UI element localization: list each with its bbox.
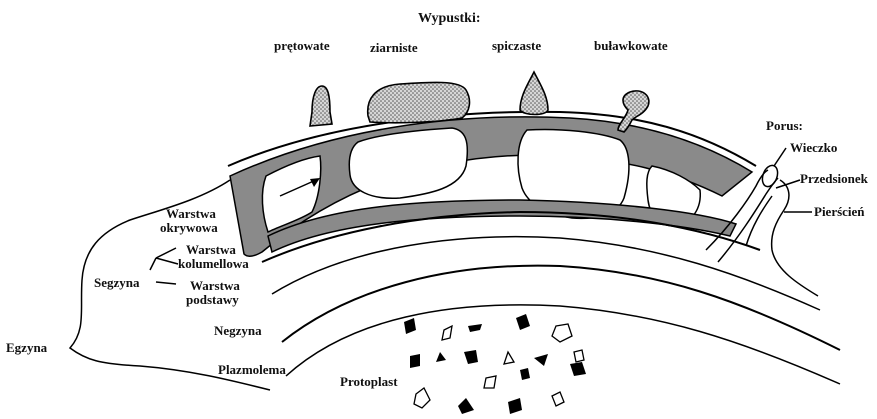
label-vestibule: Przedsionek <box>800 171 869 186</box>
label-nexine: Negzyna <box>214 323 262 338</box>
label-exine: Egzyna <box>6 340 48 355</box>
particle <box>436 352 446 362</box>
particle <box>464 350 478 364</box>
leader-vestibule <box>776 180 800 188</box>
granule-process <box>368 82 470 122</box>
leader-operculum <box>774 148 786 166</box>
particle <box>414 388 430 408</box>
particle <box>504 352 514 364</box>
sexine-bracket <box>150 248 178 270</box>
protoplast-outline <box>286 305 840 384</box>
particle <box>552 392 564 406</box>
protoplast-particles <box>404 314 586 414</box>
label-annulus: Pierścień <box>814 204 865 219</box>
sexine-bracket-lower <box>156 282 176 284</box>
particle <box>574 350 584 362</box>
label-columellae-1: Warstwa <box>186 242 236 257</box>
pore-operculum <box>760 163 781 188</box>
label-tectum-2: okrywowa <box>160 220 218 235</box>
label-sexine: Segzyna <box>94 275 140 290</box>
label-rod: prętowate <box>274 38 330 53</box>
label-tectum-1: Warstwa <box>166 206 216 221</box>
particle <box>458 398 474 414</box>
particle <box>570 362 586 376</box>
pore-title: Porus: <box>766 118 803 133</box>
pore-wall-right <box>772 180 818 296</box>
label-granule: ziarniste <box>370 40 418 55</box>
particle <box>508 398 522 414</box>
label-club: buławkowate <box>594 38 668 53</box>
particle <box>552 324 572 342</box>
particle <box>520 368 530 380</box>
particle <box>468 324 482 332</box>
particle <box>410 354 420 368</box>
particle <box>442 326 452 340</box>
label-foot-layer-2: podstawy <box>186 292 239 307</box>
label-columellae-2: kolumellowa <box>178 256 249 271</box>
processes-title: Wypustki: <box>418 11 481 26</box>
label-plasmalemma: Plazmolema <box>218 362 286 377</box>
particle <box>484 376 496 388</box>
label-spine: spiczaste <box>492 38 541 53</box>
label-protoplast: Protoplast <box>340 374 398 389</box>
particle <box>516 314 530 330</box>
label-operculum: Wieczko <box>790 140 837 155</box>
particle <box>404 318 416 334</box>
particle <box>534 354 548 366</box>
lumen-1 <box>349 128 467 198</box>
pore-annulus <box>746 196 772 246</box>
label-foot-layer-1: Warstwa <box>190 278 240 293</box>
spine-process <box>520 72 548 115</box>
rod-process <box>310 86 332 126</box>
